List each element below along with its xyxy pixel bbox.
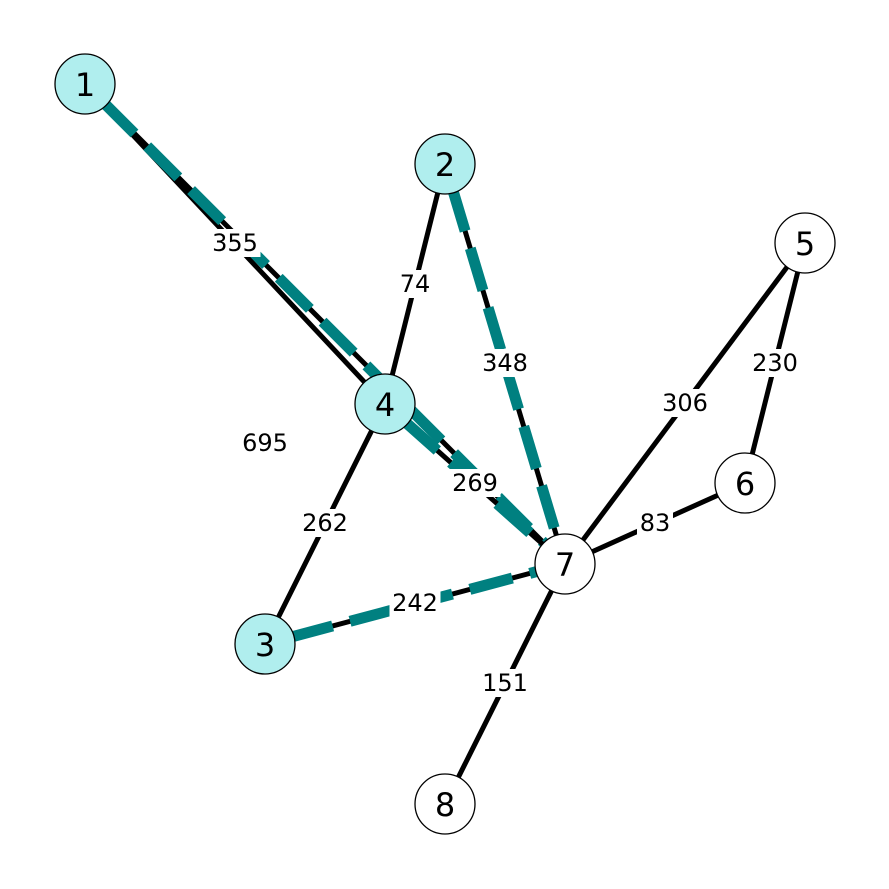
node-label: 5 bbox=[795, 225, 815, 263]
node-label: 6 bbox=[735, 465, 755, 503]
nodes-layer: 1 2 3 4 5 6 7 8 bbox=[54, 53, 836, 835]
node-label: 1 bbox=[75, 66, 95, 104]
edge-weight-label-6-7: 83 bbox=[637, 509, 673, 537]
edge-weight-text: 348 bbox=[482, 349, 528, 377]
edge-weight-label-4-3: 262 bbox=[299, 509, 351, 537]
edge-weight-text: 230 bbox=[752, 349, 798, 377]
node-3[interactable]: 3 bbox=[234, 613, 296, 675]
edge-weight-label-4-7: 269 bbox=[449, 469, 501, 497]
node-circle bbox=[354, 373, 416, 435]
node-label: 8 bbox=[435, 786, 455, 824]
edge-weight-background bbox=[239, 429, 291, 457]
node-circle bbox=[414, 133, 476, 195]
node-label: 2 bbox=[435, 146, 455, 184]
edge-weight-background bbox=[749, 349, 801, 377]
edge-weight-label-2-4: 74 bbox=[397, 270, 433, 298]
edge-weight-label-7-8: 151 bbox=[479, 669, 531, 697]
edge-weight-background bbox=[449, 469, 501, 497]
node-circle bbox=[774, 212, 836, 274]
edge-weight-background bbox=[397, 270, 433, 298]
edge-weight-background bbox=[479, 349, 531, 377]
edge-weight-background bbox=[389, 589, 441, 617]
edge-weight-background bbox=[659, 389, 711, 417]
node-8[interactable]: 8 bbox=[414, 773, 476, 835]
node-5[interactable]: 5 bbox=[774, 212, 836, 274]
node-circle bbox=[714, 452, 776, 514]
edge-weight-text: 306 bbox=[662, 389, 708, 417]
node-circle bbox=[234, 613, 296, 675]
node-7[interactable]: 7 bbox=[534, 533, 596, 595]
edge-weight-background bbox=[637, 509, 673, 537]
node-6[interactable]: 6 bbox=[714, 452, 776, 514]
node-circle bbox=[54, 53, 116, 115]
edge-weight-background bbox=[299, 509, 351, 537]
node-1[interactable]: 1 bbox=[54, 53, 116, 115]
node-label: 4 bbox=[375, 386, 395, 424]
node-circle bbox=[534, 533, 596, 595]
node-2[interactable]: 2 bbox=[414, 133, 476, 195]
node-4[interactable]: 4 bbox=[354, 373, 416, 435]
edge-weight-text: 355 bbox=[212, 229, 258, 257]
edge-weight-text: 695 bbox=[242, 429, 288, 457]
edge-weight-label-5-6: 230 bbox=[749, 349, 801, 377]
node-label: 7 bbox=[555, 546, 575, 584]
edge-weight-text: 269 bbox=[452, 469, 498, 497]
edge-weight-background bbox=[209, 229, 261, 257]
edge-weight-label-5-7: 306 bbox=[659, 389, 711, 417]
edge-weight-text: 262 bbox=[302, 509, 348, 537]
edge-weight-text: 83 bbox=[640, 509, 671, 537]
edge-weight-label-1-7: 695 bbox=[239, 429, 291, 457]
edge-weight-text: 74 bbox=[400, 270, 431, 298]
edge-weight-label-1-4: 355 bbox=[209, 229, 261, 257]
edge-weight-label-3-7: 242 bbox=[389, 589, 441, 617]
edge-weight-label-2-7: 348 bbox=[479, 349, 531, 377]
edge-weight-background bbox=[479, 669, 531, 697]
edge-weight-text: 242 bbox=[392, 589, 438, 617]
edge-weight-text: 151 bbox=[482, 669, 528, 697]
node-circle bbox=[414, 773, 476, 835]
node-label: 3 bbox=[255, 626, 275, 664]
